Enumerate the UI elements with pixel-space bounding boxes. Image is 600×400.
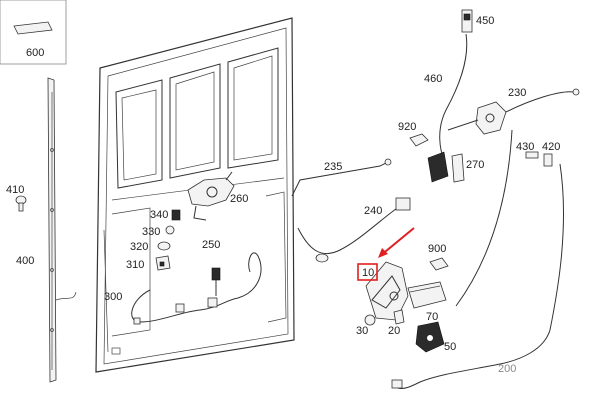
- label-250: 250: [202, 239, 220, 251]
- label-310: 310: [126, 259, 144, 271]
- part-310: 310: [126, 255, 171, 271]
- label-300: 300: [104, 291, 122, 303]
- part-270-lock: 270: [427, 151, 484, 183]
- part-30: 30: [356, 314, 376, 337]
- label-450: 450: [476, 15, 494, 27]
- highlight-arrow-line: [379, 227, 415, 257]
- part-70-control-unit: 70: [407, 281, 447, 323]
- label-600: 600: [26, 47, 44, 59]
- part-250-connector: 250: [202, 239, 220, 296]
- label-410: 410: [6, 184, 24, 196]
- part-450-catch: 450: [461, 9, 494, 33]
- label-30: 30: [356, 325, 368, 337]
- label-235: 235: [324, 161, 342, 173]
- label-200: 200: [498, 363, 516, 375]
- part-230-rear-lock: 230: [447, 87, 580, 135]
- part-900: 900: [428, 243, 449, 271]
- label-330: 330: [142, 226, 160, 238]
- part-320: 320: [130, 241, 171, 253]
- part-260-inner-lock: 260: [187, 171, 248, 221]
- label-920: 920: [398, 121, 416, 133]
- label-460: 460: [424, 73, 442, 85]
- label-50: 50: [444, 341, 456, 353]
- label-270: 270: [466, 159, 484, 171]
- part-50-latch: 50: [415, 321, 456, 353]
- part-20: 20: [388, 309, 405, 337]
- label-260: 260: [230, 193, 248, 205]
- part-10-main-lock: 10: [357, 227, 415, 321]
- label-900: 900: [428, 243, 446, 255]
- part-235-rod: 235: [291, 158, 392, 197]
- label-340: 340: [150, 209, 168, 221]
- seal-strip-shape: [13, 21, 53, 35]
- highlight-box: [357, 263, 378, 281]
- part-600-inset: 600: [0, 0, 67, 65]
- label-20: 20: [388, 325, 400, 337]
- label-70: 70: [426, 311, 438, 323]
- label-320: 320: [130, 241, 148, 253]
- label-240: 240: [364, 205, 382, 217]
- part-300-harness: 300: [104, 252, 262, 325]
- label-10: 10: [362, 267, 374, 279]
- part-920: 920: [398, 121, 429, 147]
- label-400: 400: [16, 255, 34, 267]
- highlight-arrow-head: [378, 248, 388, 258]
- part-460-cable: 460: [424, 33, 468, 161]
- label-230: 230: [508, 87, 526, 99]
- part-430: 430: [516, 141, 539, 159]
- part-420: 420: [542, 141, 560, 167]
- part-330: 330: [142, 225, 175, 238]
- part-340: 340: [150, 209, 181, 221]
- label-430: 430: [516, 141, 534, 153]
- part-410-screw: 410: [6, 184, 27, 212]
- part-240-cable: 240: [297, 197, 411, 263]
- part-200-cable: 200: [391, 129, 564, 389]
- label-420: 420: [542, 141, 560, 153]
- part-400-rail: 400: [16, 77, 77, 383]
